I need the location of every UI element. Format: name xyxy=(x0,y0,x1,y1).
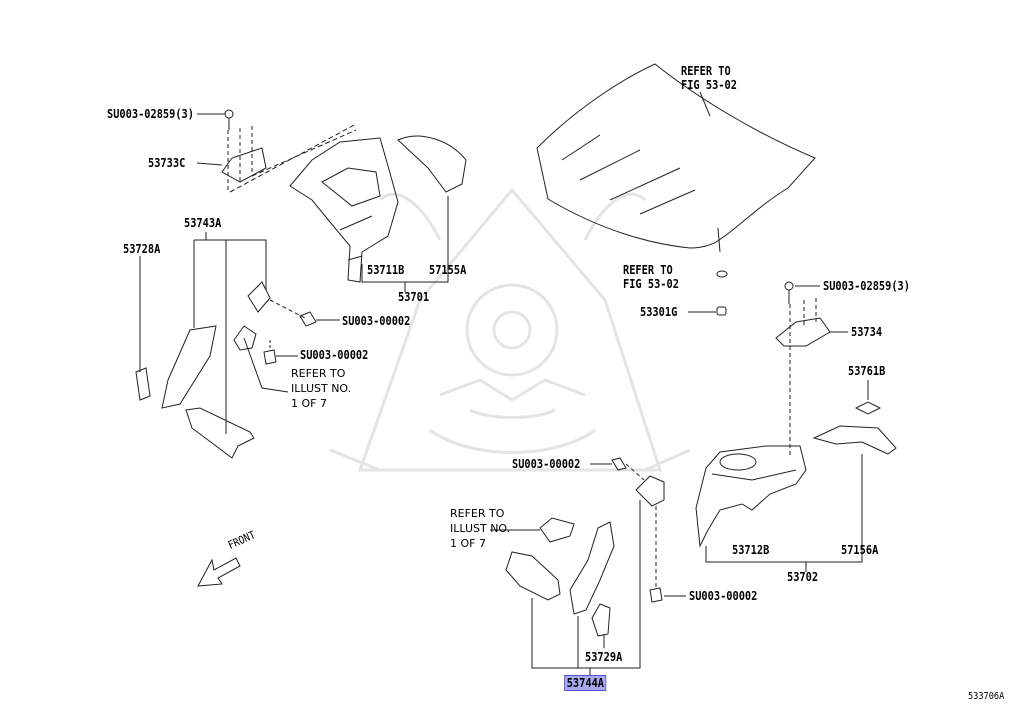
shield-57156a xyxy=(812,425,897,455)
samurai-helmet-logo xyxy=(329,187,691,472)
apron-53711b xyxy=(289,137,399,283)
refer-illust-center-line-3: 1 OF 7 xyxy=(450,537,486,550)
label-su003-00002-lower-left[interactable]: SU003-00002 xyxy=(300,348,369,362)
hood-grommet xyxy=(716,270,728,278)
panel-center-left xyxy=(505,551,561,601)
refer-illust-left-line-2: ILLUST NO. xyxy=(291,382,352,395)
shield-57155a xyxy=(397,135,467,193)
refer-illust-center-line-1: REFER TO xyxy=(450,507,505,520)
p53743a-group-lines xyxy=(193,239,267,434)
apron-53712b xyxy=(695,445,807,548)
label-53701[interactable]: 53701 xyxy=(398,290,430,304)
refer-fig-top-line-1: REFER TO xyxy=(681,64,731,78)
part-53728a xyxy=(135,367,151,401)
bracket-left-small xyxy=(247,281,271,313)
bolt-su003-00002-center xyxy=(611,457,627,471)
refer-illust-left-line-1: REFER TO xyxy=(291,367,346,380)
bolt-su003-00002-lower-right xyxy=(649,587,663,603)
label-53728a[interactable]: 53728A xyxy=(123,242,161,256)
refer-fig-mid: REFER TO FIG 53-02 xyxy=(623,263,679,291)
refer-fig-mid-line-1: REFER TO xyxy=(623,263,673,277)
clip-53761b xyxy=(854,392,882,415)
refer-illust-left-leader xyxy=(243,337,289,393)
bracket-53734 xyxy=(775,317,831,347)
bolt-su003-00002-lower-left xyxy=(263,340,277,365)
label-53301g[interactable]: 53301G xyxy=(640,305,678,319)
hood-cushion-53301g xyxy=(716,306,727,316)
label-57155a[interactable]: 57155A xyxy=(429,263,467,277)
bracket-center-small xyxy=(539,517,575,543)
refer-illust-center: REFER TO ILLUST NO. 1 OF 7 xyxy=(450,506,510,551)
bracket-53733c xyxy=(221,147,267,183)
p53702-group-line xyxy=(705,454,863,563)
label-su003-00002-lower-right[interactable]: SU003-00002 xyxy=(689,589,758,603)
label-53733c[interactable]: 53733C xyxy=(148,156,186,170)
label-53743a[interactable]: 53743A xyxy=(184,216,222,230)
label-53729a[interactable]: 53729A xyxy=(585,650,623,664)
bracket-center-right xyxy=(635,475,665,507)
label-53712b[interactable]: 53712B xyxy=(732,543,770,557)
front-arrow-icon xyxy=(197,557,241,587)
label-53734[interactable]: 53734 xyxy=(851,325,883,339)
label-su003-02859-left[interactable]: SU003-02859(3) xyxy=(107,107,194,121)
panel-lower-left xyxy=(185,407,255,459)
bolt-su003-02859-right xyxy=(784,281,794,304)
illustration-id: 533706A xyxy=(968,691,1005,702)
label-su003-00002-center[interactable]: SU003-00002 xyxy=(512,457,581,471)
right-dash-lines xyxy=(789,298,817,458)
panel-upper-left xyxy=(161,325,217,409)
refer-illust-left: REFER TO ILLUST NO. 1 OF 7 xyxy=(291,366,351,411)
bracket-dash-lines xyxy=(229,123,357,193)
bolt-su003-00002-upper-left xyxy=(299,311,317,327)
p53733c-leader xyxy=(196,162,223,166)
refer-fig-mid-line-2: FIG 53-02 xyxy=(623,277,679,291)
refer-fig-top: REFER TO FIG 53-02 xyxy=(681,64,737,92)
label-53702[interactable]: 53702 xyxy=(787,570,819,584)
label-57156a[interactable]: 57156A xyxy=(841,543,879,557)
hood-panel xyxy=(536,63,816,253)
bolt-su003-02859-left xyxy=(224,109,234,130)
bracket-left-mid xyxy=(233,325,257,351)
refer-illust-center-line-2: ILLUST NO. xyxy=(450,522,511,535)
refer-fig-top-line-2: FIG 53-02 xyxy=(681,78,737,92)
part-53729a xyxy=(591,603,611,637)
p53744a-group-lines xyxy=(531,500,641,669)
label-su003-00002-upper-left[interactable]: SU003-00002 xyxy=(342,314,411,328)
label-su003-02859-right[interactable]: SU003-02859(3) xyxy=(823,279,910,293)
label-53711b[interactable]: 53711B xyxy=(367,263,405,277)
panel-center-middle xyxy=(569,521,615,615)
refer-fig-top-leader xyxy=(699,91,711,117)
label-53744a[interactable]: 53744A xyxy=(564,675,607,691)
label-53761b[interactable]: 53761B xyxy=(848,364,886,378)
refer-illust-left-line-3: 1 OF 7 xyxy=(291,397,327,410)
